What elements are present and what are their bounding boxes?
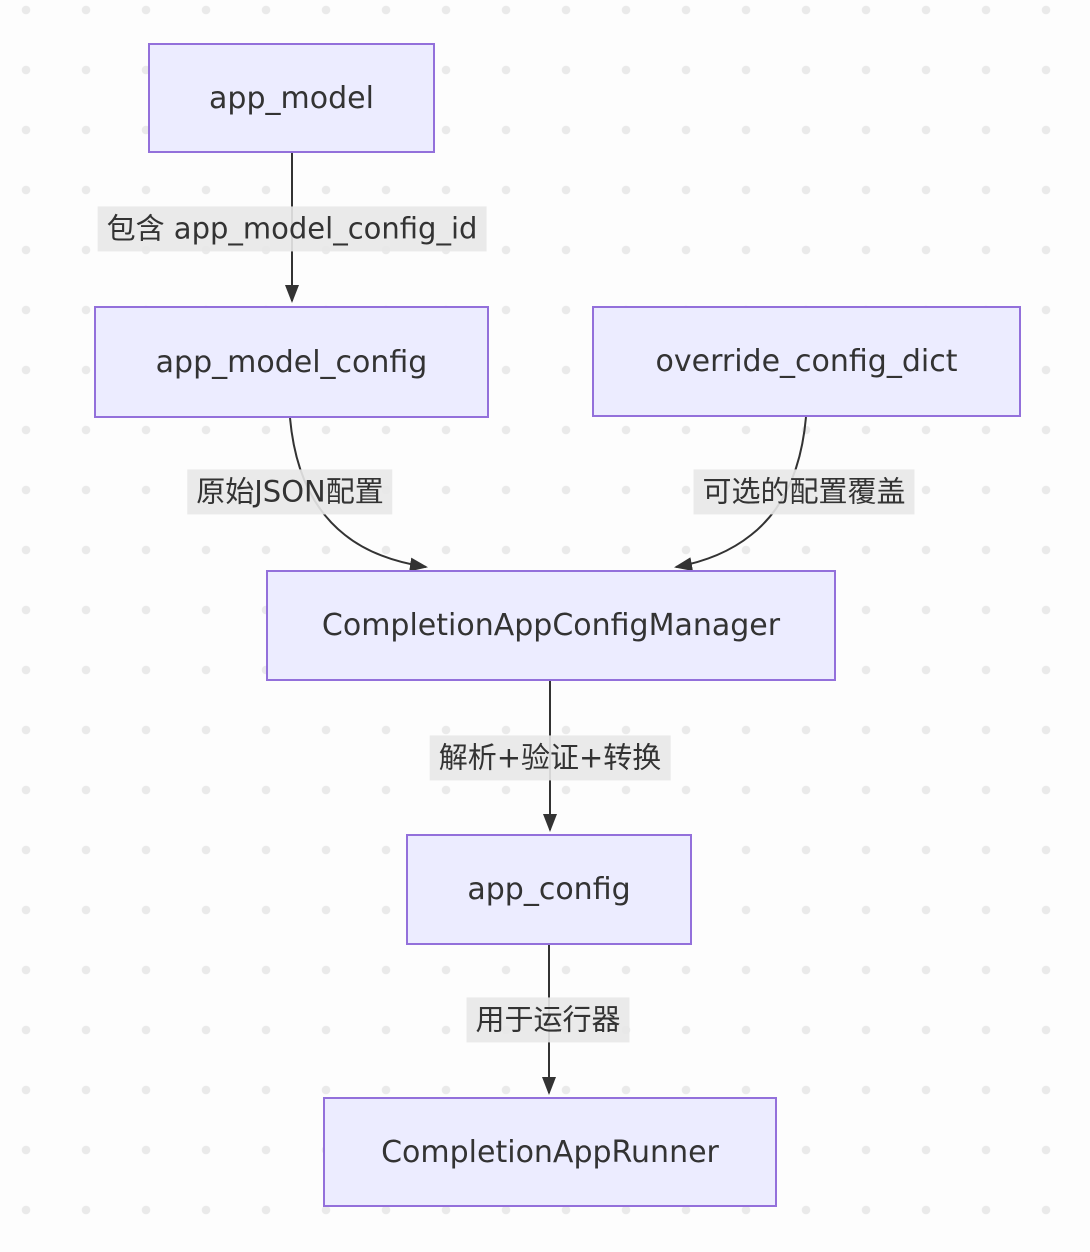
node-app-model: app_model (148, 43, 435, 153)
edge-app-model-config-to-config-manager (289, 417, 428, 572)
node-completion-app-config-manager-label: CompletionAppConfigManager (321, 608, 781, 643)
edge-label-contains-app-model-config-id: 包含 app_model_config_id (97, 206, 487, 252)
node-override-config-dict-label: override_config_dict (655, 344, 958, 379)
edge-override-config-dict-to-config-manager (674, 416, 807, 572)
node-app-config-label: app_config (467, 872, 631, 907)
edge-label-optional-config-override: 可选的配置覆盖 (693, 469, 915, 515)
node-completion-app-config-manager: CompletionAppConfigManager (266, 570, 836, 681)
node-app-model-label: app_model (209, 80, 374, 116)
node-app-model-config: app_model_config (94, 306, 489, 418)
node-app-model-config-label: app_model_config (155, 344, 428, 380)
edge-label-raw-json-config: 原始JSON配置 (187, 469, 393, 515)
edge-label-parse-validate-transform: 解析+验证+转换 (429, 735, 671, 781)
node-override-config-dict: override_config_dict (592, 306, 1021, 417)
node-completion-app-runner: CompletionAppRunner (323, 1097, 777, 1207)
edge-label-used-by-runner: 用于运行器 (466, 997, 630, 1043)
node-completion-app-runner-label: CompletionAppRunner (381, 1134, 719, 1170)
node-app-config: app_config (406, 834, 692, 945)
